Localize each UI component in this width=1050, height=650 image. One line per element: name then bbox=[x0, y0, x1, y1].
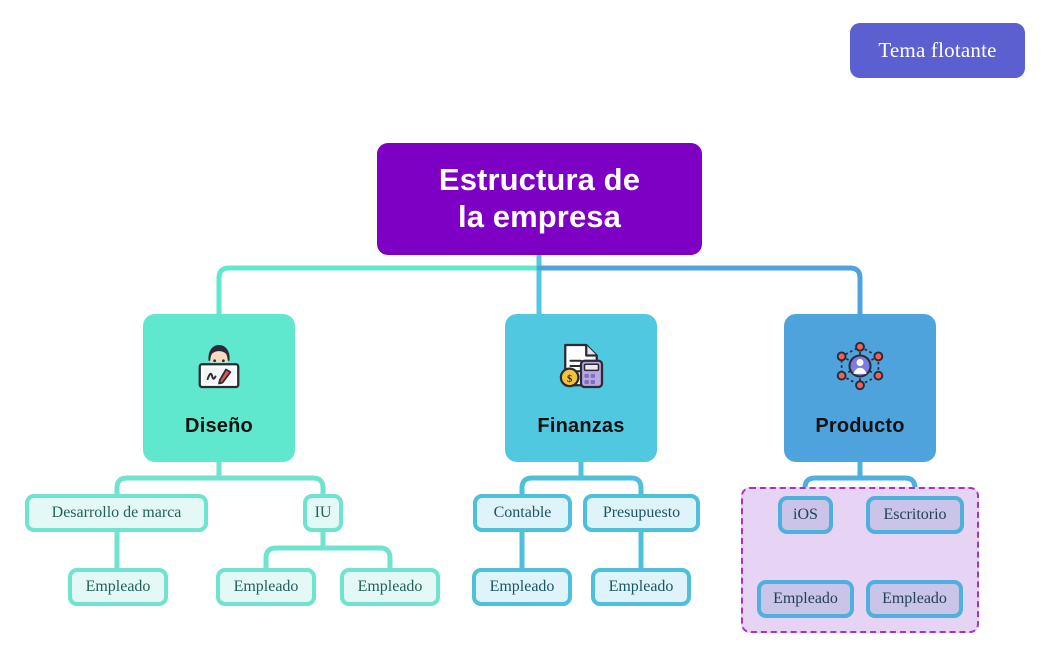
department-node-producto[interactable]: Producto bbox=[784, 314, 936, 462]
node-empleado-iu-1[interactable]: Empleado bbox=[216, 568, 316, 606]
node-presupuesto[interactable]: Presupuesto bbox=[583, 494, 700, 532]
department-label-finanzas: Finanzas bbox=[537, 415, 625, 437]
node-empleado-escritorio[interactable]: Empleado bbox=[866, 580, 963, 618]
root-node-company-structure[interactable]: Estructura de la empresa bbox=[377, 143, 702, 255]
node-escritorio[interactable]: Escritorio bbox=[866, 496, 964, 534]
root-title-line2: la empresa bbox=[457, 199, 621, 234]
designer-whiteboard-icon bbox=[198, 345, 240, 389]
floating-theme-button[interactable]: Tema flotante bbox=[850, 23, 1025, 78]
department-node-diseno[interactable]: Diseño bbox=[143, 314, 295, 462]
node-empleado-contable[interactable]: Empleado bbox=[472, 568, 572, 606]
department-label-diseno: Diseño bbox=[185, 415, 253, 437]
department-node-finanzas[interactable]: $ Finanzas bbox=[505, 314, 657, 462]
node-empleado-marca[interactable]: Empleado bbox=[68, 568, 168, 606]
node-iu[interactable]: IU bbox=[303, 494, 343, 532]
root-title-line1: Estructura de bbox=[438, 162, 641, 198]
network-user-icon bbox=[836, 341, 884, 391]
node-desarrollo-de-marca[interactable]: Desarrollo de marca bbox=[25, 494, 208, 532]
node-contable[interactable]: Contable bbox=[473, 494, 572, 532]
svg-text:$: $ bbox=[567, 374, 572, 385]
node-empleado-presupuesto[interactable]: Empleado bbox=[591, 568, 691, 606]
department-label-producto: Producto bbox=[815, 415, 905, 437]
node-empleado-iu-2[interactable]: Empleado bbox=[340, 568, 440, 606]
invoice-calculator-icon: $ bbox=[559, 343, 604, 389]
node-ios[interactable]: iOS bbox=[778, 496, 833, 534]
node-empleado-ios[interactable]: Empleado bbox=[757, 580, 854, 618]
